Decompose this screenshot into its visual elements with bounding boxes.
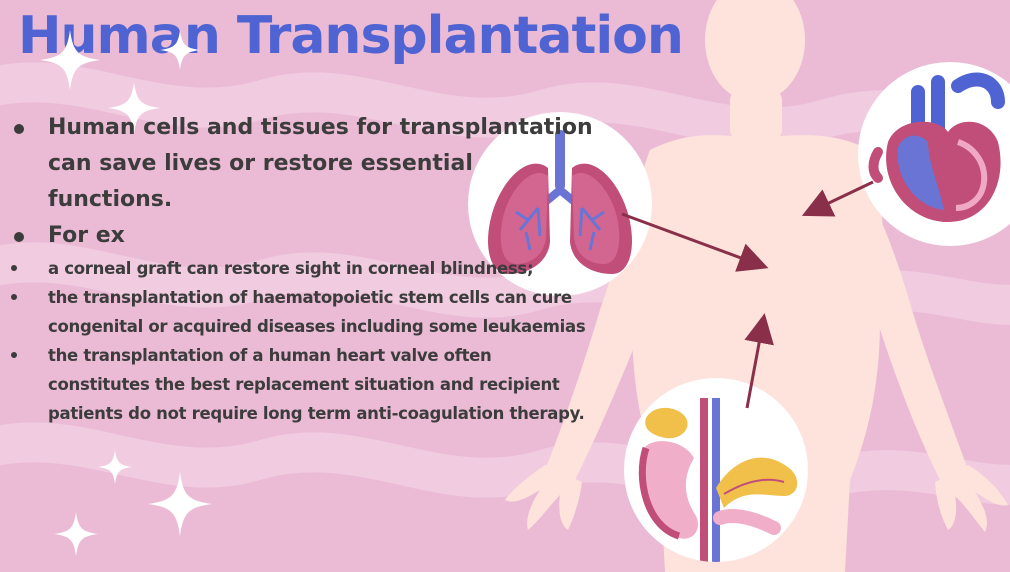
sub-bullet-item: the transplantation of haematopoietic st… [8,283,593,341]
sparkle-icon [160,30,200,70]
lungs-icon [488,130,632,274]
bullet-item: For ex [8,218,593,254]
sparkle-icon [40,30,100,90]
sparkle-icon [108,82,160,134]
sparkle-icon [54,512,98,556]
sub-bullet-item: a corneal graft can restore sight in cor… [8,254,593,283]
heart-icon [868,72,1005,222]
heart-illustration [858,62,1010,246]
sparkle-icon [148,472,212,536]
slide-title: Human Transplantation [18,6,684,66]
kidney-pancreas-illustration [624,378,808,562]
bullet-list: Human cells and tissues for transplantat… [8,110,593,428]
sub-bullet-item: the transplantation of a human heart val… [8,341,593,428]
kidney-pancreas-icon [638,398,798,562]
sparkle-icon [98,450,132,484]
bullet-item: Human cells and tissues for transplantat… [8,110,593,218]
lungs-illustration [468,112,652,296]
